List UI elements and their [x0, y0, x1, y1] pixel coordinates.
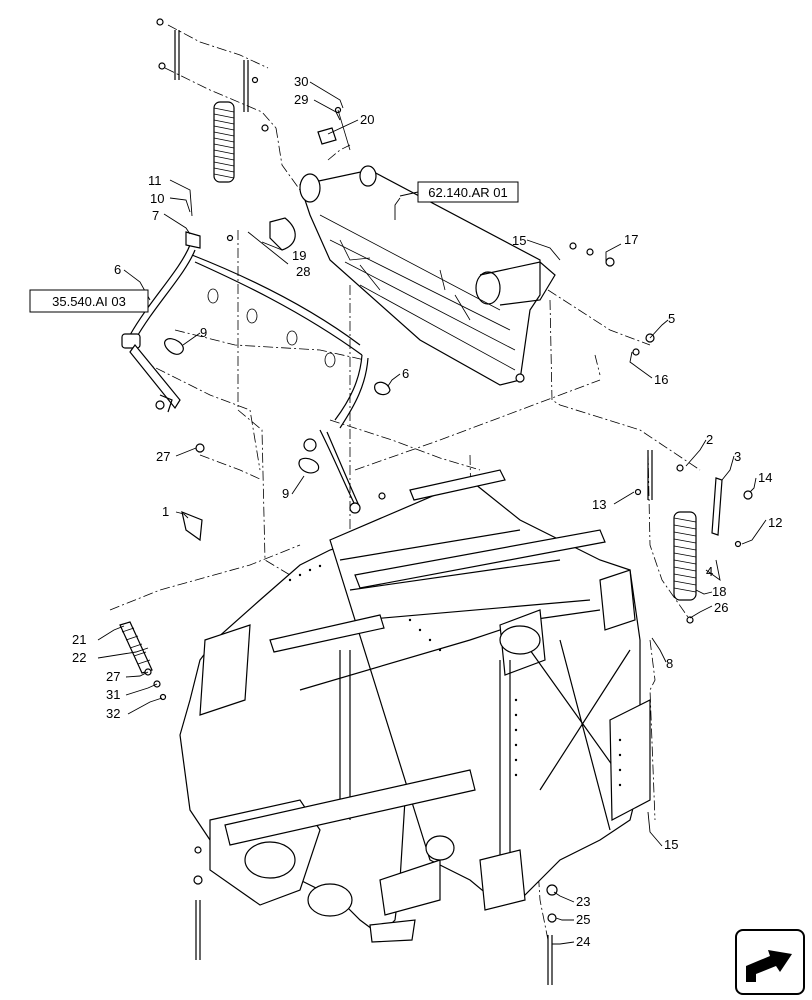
callout-32: 32 [106, 706, 120, 721]
callout-13: 13 [592, 497, 606, 512]
callout-9b: 9 [282, 486, 289, 501]
callout-23: 23 [576, 894, 590, 909]
callout-6a: 6 [114, 262, 121, 277]
callout-22: 22 [72, 650, 86, 665]
callout-17: 17 [624, 232, 638, 247]
callout-26: 26 [714, 600, 728, 615]
callout-27a: 27 [156, 449, 170, 464]
frame-hole-pattern [288, 564, 622, 787]
reference-label-35-540[interactable]: 35.540.AI 03 [52, 294, 126, 309]
callout-labels: 1 2 3 4 5 6 6 7 8 9 9 10 11 12 13 14 15 … [72, 74, 782, 949]
callout-20: 20 [360, 112, 374, 127]
next-page-arrow-icon[interactable] [735, 929, 805, 995]
reference-label-62-140[interactable]: 62.140.AR 01 [428, 185, 508, 200]
reference-box-62-140[interactable]: 62.140.AR 01 [417, 181, 519, 203]
callout-30: 30 [294, 74, 308, 89]
callout-14: 14 [758, 470, 772, 485]
callout-18: 18 [712, 584, 726, 599]
callout-leaders [97, 81, 767, 945]
callout-27b: 27 [106, 669, 120, 684]
hydraulic-hose-cylinder [121, 231, 391, 514]
callout-25: 25 [576, 912, 590, 927]
callout-12: 12 [768, 515, 782, 530]
callout-5: 5 [668, 311, 675, 326]
callout-29: 29 [294, 92, 308, 107]
clamp-bracket [226, 106, 351, 251]
callout-16: 16 [654, 372, 668, 387]
callout-11: 11 [148, 173, 162, 188]
reference-box-35-540[interactable]: 35.540.AI 03 [29, 289, 149, 313]
callout-15b: 15 [664, 837, 678, 852]
callout-4: 4 [706, 564, 713, 579]
callout-28: 28 [296, 264, 310, 279]
callout-31: 31 [106, 687, 120, 702]
lower-spring-hardware [119, 511, 558, 985]
callout-7: 7 [152, 208, 159, 223]
callout-2: 2 [706, 432, 713, 447]
callout-8: 8 [666, 656, 673, 671]
callout-19: 19 [292, 248, 306, 263]
callout-6b: 6 [402, 366, 409, 381]
callout-9a: 9 [200, 325, 207, 340]
callout-24: 24 [576, 934, 590, 949]
roller-frame-assembly [299, 165, 556, 386]
callout-21: 21 [72, 632, 86, 647]
spring-rod-assembly-upper [156, 18, 269, 183]
callout-3: 3 [734, 449, 741, 464]
baler-chassis-frame [179, 469, 651, 943]
callout-15a: 15 [512, 233, 526, 248]
callout-10: 10 [150, 191, 164, 206]
callout-1: 1 [162, 504, 169, 519]
